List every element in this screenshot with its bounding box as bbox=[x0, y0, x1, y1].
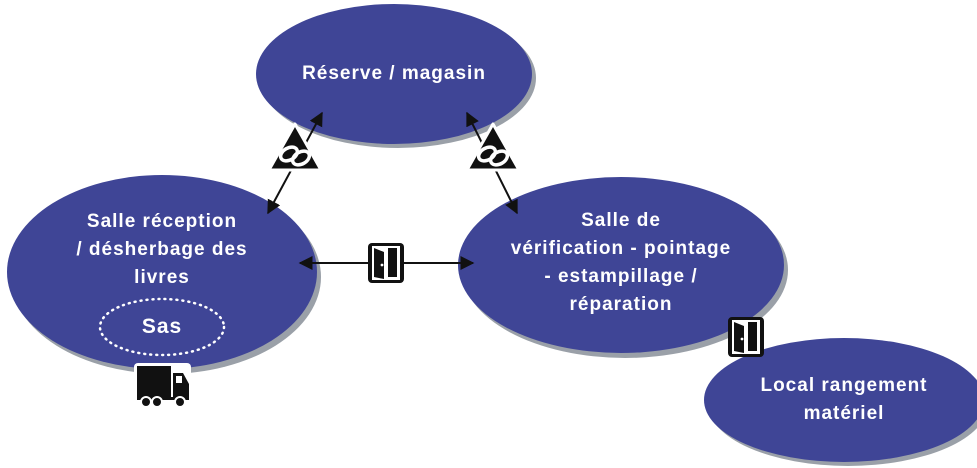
door-icon-right bbox=[728, 317, 764, 357]
sas-label-text: Sas bbox=[141, 315, 183, 338]
verification-label-line-3: - estampillage / bbox=[544, 266, 698, 287]
verification-label-line-4: réparation bbox=[569, 294, 673, 315]
local-label: Local rangement matériel bbox=[714, 372, 974, 428]
reception-label: Salle réception / désherbage des livres bbox=[32, 208, 292, 292]
reception-label-line-3: livres bbox=[134, 267, 190, 288]
node-verification bbox=[458, 177, 784, 353]
sas-label: Sas bbox=[112, 313, 212, 341]
verification-label-line-2: vérification - pointage bbox=[510, 238, 732, 259]
verification-label-line-1: Salle de bbox=[581, 210, 661, 231]
node-sas bbox=[98, 297, 226, 357]
node-reception bbox=[7, 175, 317, 369]
local-label-line-2: matériel bbox=[803, 403, 885, 424]
chain-link-icon-right bbox=[465, 122, 521, 172]
delivery-truck-icon bbox=[134, 363, 191, 409]
chain-link-icon-left bbox=[267, 122, 323, 172]
door-icon-center bbox=[368, 243, 404, 283]
node-local bbox=[704, 338, 977, 462]
reception-label-line-1: Salle réception bbox=[86, 211, 238, 232]
node-reserve bbox=[256, 4, 532, 144]
reception-label-line-2: / désherbage des bbox=[76, 239, 248, 260]
local-label-line-1: Local rangement bbox=[760, 375, 928, 396]
reserve-label: Réserve / magasin bbox=[264, 60, 524, 88]
reserve-label-text: Réserve / magasin bbox=[302, 63, 486, 84]
verification-label: Salle de vérification - pointage - estam… bbox=[466, 207, 776, 319]
